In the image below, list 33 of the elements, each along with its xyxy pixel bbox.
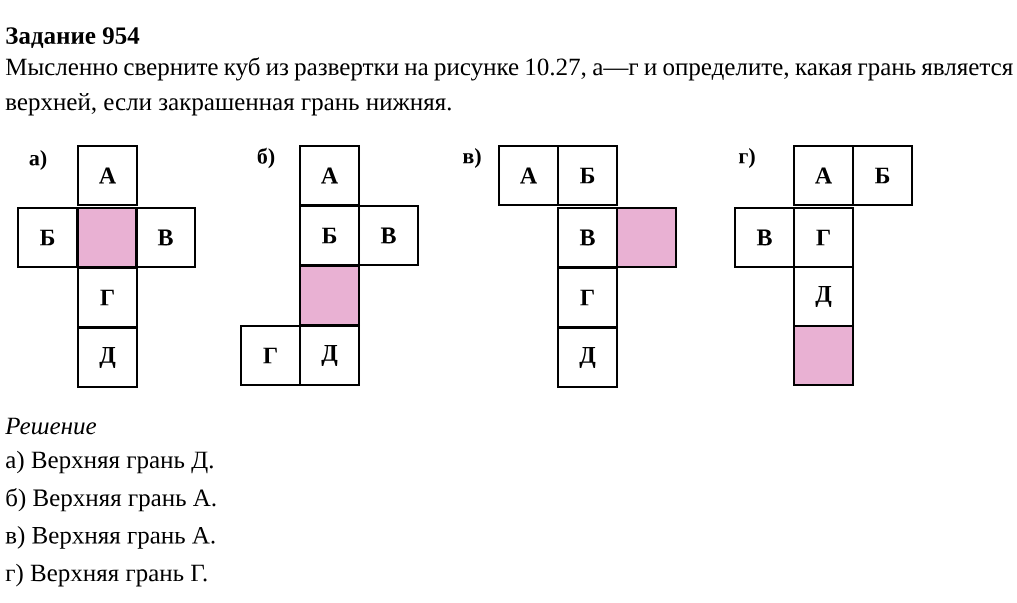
net-face: Д xyxy=(77,327,138,388)
answer-line: б) Верхняя грань А. xyxy=(6,488,216,512)
net-face: Б xyxy=(557,145,618,206)
net-face: Д xyxy=(299,325,360,386)
answer-line: а) Верхняя грань Д. xyxy=(6,450,213,474)
net-face: Б xyxy=(299,205,360,266)
title: Задание 954 xyxy=(6,27,140,49)
shaded-face xyxy=(616,207,677,268)
net-label: а) xyxy=(29,150,47,170)
net-face: А xyxy=(299,145,360,206)
net-face: Г xyxy=(557,267,618,328)
shaded-face xyxy=(793,325,854,386)
answer-line: в) Верхняя грань А. xyxy=(5,526,215,549)
net-face: Г xyxy=(77,267,138,328)
net-label: г) xyxy=(738,148,755,168)
net-face: А xyxy=(793,145,854,206)
net-face: Д xyxy=(557,327,618,388)
net-face: В xyxy=(358,205,419,266)
net-face: Б xyxy=(17,207,78,268)
net-face: В xyxy=(734,207,795,268)
problem-text: Мысленно сверните куб из развертки на рисунке 10.27, а—г и определите, какая грань является верхней, если закрашенная грань нижняя. xyxy=(5,57,1013,116)
solution-heading: Решение xyxy=(5,417,97,435)
net-face: Б xyxy=(852,145,913,206)
shaded-face xyxy=(299,265,360,326)
net-face: Г xyxy=(240,325,301,386)
net-face: А xyxy=(498,145,559,206)
net-label: б) xyxy=(257,147,275,169)
net-face: А xyxy=(77,145,138,206)
net-face: В xyxy=(135,207,196,268)
answer-line: г) Верхняя грань Г. xyxy=(5,563,207,587)
net-face: Г xyxy=(793,207,854,268)
shaded-face xyxy=(77,207,138,268)
net-label: в) xyxy=(462,148,481,168)
